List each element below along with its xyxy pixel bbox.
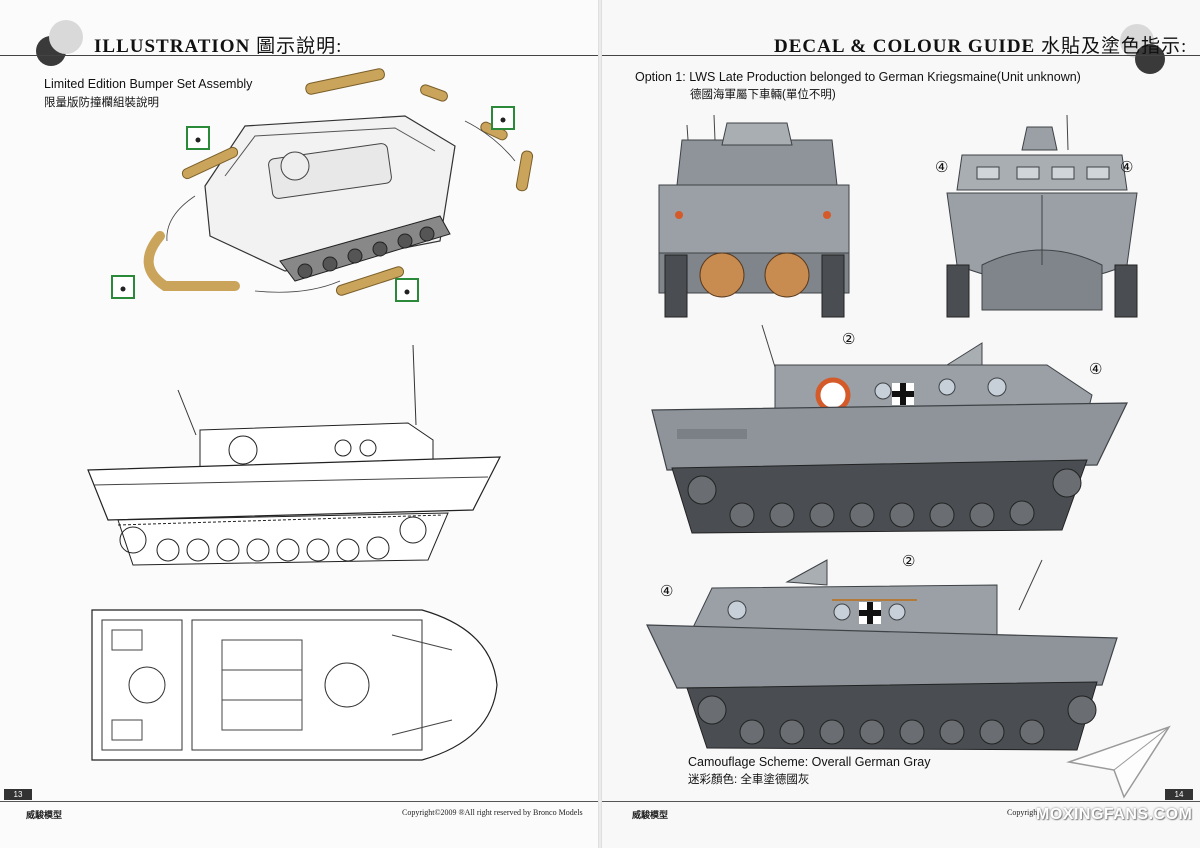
top-view-line-drawing — [91, 609, 498, 761]
header-disc-dark — [1135, 44, 1165, 74]
bumper-assembly-diagram — [111, 68, 534, 302]
glue-indicator-icons — [111, 106, 515, 302]
header-rule — [0, 55, 598, 56]
page-number: 14 — [1165, 789, 1193, 800]
footer-rule — [0, 801, 598, 802]
footer-copyright: Copyright©2009 ®All right reserved by Br… — [402, 808, 583, 817]
side-view-color-profile-right — [651, 324, 1128, 534]
right-page: DECAL & COLOUR GUIDE 水貼及塗色指示: Option 1: … — [602, 0, 1200, 848]
page-number: 13 — [4, 789, 32, 800]
bumper-caption-zh: 限量版防撞欄組裝說明 — [44, 97, 159, 109]
side-view-line-drawing — [87, 344, 501, 566]
decal-callout: ④ — [660, 583, 674, 600]
camouflage-caption-en: Camouflage Scheme: Overall German Gray — [688, 755, 931, 769]
footer-copyright: Copyright — [1007, 808, 1040, 817]
front-view-color-profile — [946, 114, 1138, 318]
page-title: ILLUSTRATION 圖示說明: — [94, 36, 343, 57]
page-title: DECAL & COLOUR GUIDE 水貼及塗色指示: — [774, 36, 1188, 57]
watermark-text: MOXINGFANS.COM — [1036, 806, 1193, 823]
balkenkreuz-marking — [859, 602, 881, 624]
decal-callout: ② — [842, 331, 856, 348]
footer-brand: 威駿模型 — [26, 810, 63, 820]
decal-callout: ② — [902, 553, 916, 570]
option-caption-en: Option 1: LWS Late Production belonged t… — [635, 70, 1081, 84]
camouflage-caption-zh: 迷彩顏色: 全車塗德國灰 — [688, 774, 810, 786]
decal-callout: ④ — [1089, 361, 1103, 378]
footer-brand: 威駿模型 — [632, 810, 669, 820]
watermark-logo — [1066, 725, 1171, 799]
decal-callout: ④ — [935, 159, 949, 176]
bumper-caption-en: Limited Edition Bumper Set Assembly — [44, 77, 253, 91]
header-disc-light — [49, 20, 83, 54]
decal-callout: ④ — [1120, 159, 1134, 176]
rear-view-color-profile — [658, 114, 850, 318]
option-caption-zh: 德國海軍屬下車輛(單位不明) — [690, 89, 836, 101]
header-rule — [602, 55, 1200, 56]
left-page: ILLUSTRATION 圖示說明: Limited Edition Bumpe… — [0, 0, 598, 848]
book-gutter — [598, 0, 602, 848]
balkenkreuz-marking — [892, 383, 914, 405]
footer-rule — [602, 801, 1200, 802]
side-view-color-profile-left — [646, 559, 1118, 751]
